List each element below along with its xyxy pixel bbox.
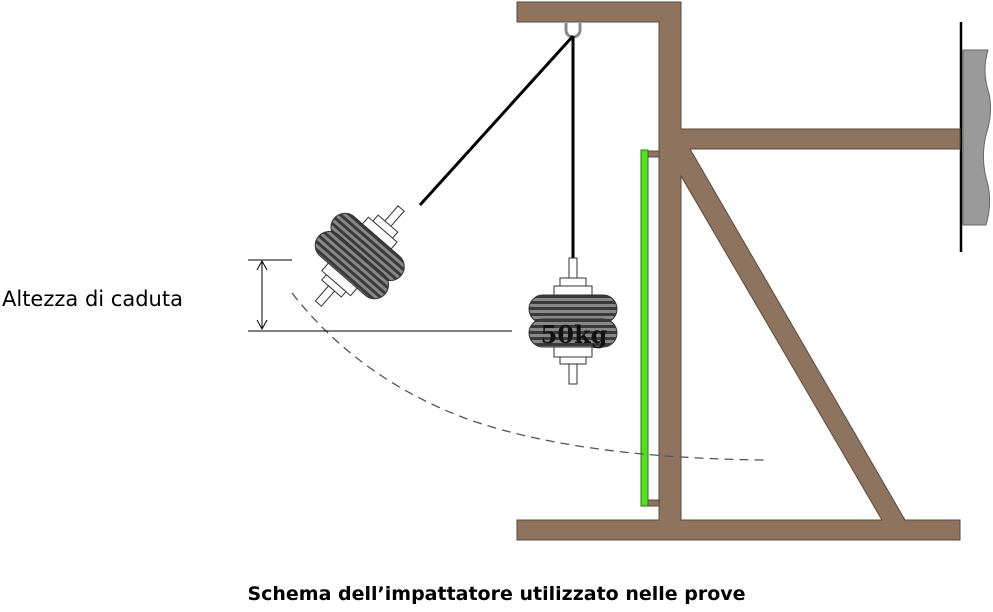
drop-height-dimension — [248, 259, 512, 332]
steel-frame — [516, 1, 961, 541]
figure-caption: Schema dell’impattatore utilizzato nelle… — [247, 583, 746, 605]
impactor-raised — [284, 179, 435, 333]
mass-label: 50kg — [541, 320, 608, 349]
rope-raised — [418, 34, 575, 207]
test-plate — [640, 149, 649, 507]
trajectory-arc — [291, 292, 766, 461]
hook-ring — [564, 23, 582, 39]
wall — [959, 22, 992, 252]
drop-height-label: Altezza di caduta — [2, 287, 183, 311]
